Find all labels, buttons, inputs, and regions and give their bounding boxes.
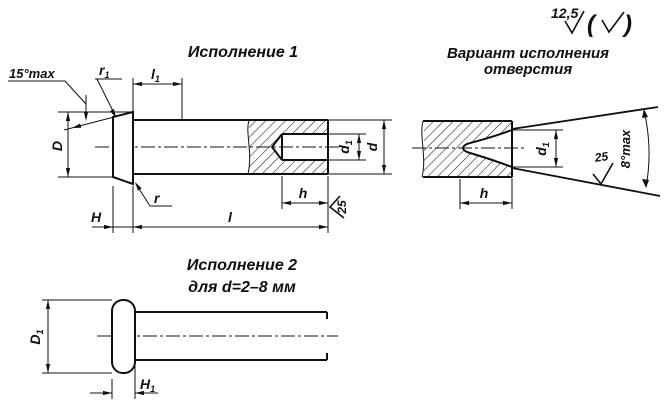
dim-D1-lines: [42, 299, 112, 374]
dim-label-l: l: [228, 209, 233, 225]
dim-label-r1: r1: [99, 62, 109, 80]
arrowhead: [319, 200, 328, 206]
arrowhead: [72, 123, 82, 128]
paren-close: ): [621, 11, 632, 38]
arrowhead: [553, 158, 559, 167]
arrowhead: [553, 130, 559, 139]
arrowhead: [110, 109, 116, 118]
view-ispolnenie-2: Исполнение 2 для d=2–8 мм D1 H1: [27, 257, 338, 399]
arrowhead: [135, 390, 144, 396]
break-line: [247, 119, 251, 175]
rivet-shank-outline: [135, 311, 328, 361]
dim-label-d: d: [364, 142, 380, 151]
view2-title-line2: отверстия: [484, 61, 573, 78]
arrowhead: [642, 109, 648, 118]
roughness-check-icon: [592, 162, 614, 186]
arrowhead: [104, 224, 113, 230]
dim-label-head-angle: 15°max: [9, 66, 55, 81]
arrowhead: [133, 224, 142, 230]
arrowhead: [282, 200, 291, 206]
view3-subtitle: для d=2–8 мм: [188, 279, 296, 296]
dim-d-d1-lines: [328, 119, 392, 175]
corner-roughness-note: 12,5 ( ): [551, 5, 632, 38]
arrowhead: [133, 81, 142, 87]
arrowhead: [83, 112, 89, 121]
rivet-head-outline: [112, 110, 134, 186]
roughness-check-icon: [601, 11, 625, 34]
dim-label-r: r: [154, 190, 161, 206]
view3-title: Исполнение 2: [187, 257, 297, 274]
arrowhead: [173, 81, 182, 87]
dim-D-lines: [58, 111, 133, 178]
break-line: [421, 120, 425, 178]
paren-open: (: [587, 11, 598, 38]
arrowhead: [356, 134, 362, 143]
dim-label-h: h: [480, 185, 489, 201]
dim-label-d1: d1: [533, 142, 551, 156]
dim-label-D1: D1: [27, 329, 45, 344]
tapered-hole-outline: [462, 129, 513, 168]
roughness-check-icon: [564, 10, 585, 35]
dim-label-taper-angle: 8°max: [618, 129, 633, 168]
dim-label-l1: l1: [151, 66, 160, 84]
view1-title: Исполнение 1: [188, 44, 298, 61]
arrowhead: [135, 182, 142, 191]
roughness-check-icon: [328, 195, 345, 219]
rivet-head-outline: [111, 299, 136, 374]
dim-label-h: h: [299, 185, 308, 201]
arrowhead: [103, 390, 112, 396]
arrowhead: [381, 120, 387, 129]
dim-H1-lines: [90, 366, 158, 399]
rivet-shank-outline: [133, 119, 329, 175]
arrowhead: [642, 179, 649, 188]
corner-roughness-value: 12,5: [551, 5, 578, 21]
dim-label-H: H: [91, 209, 102, 225]
view-hole-variant: Вариант исполнения отверстия 8°max 25 d1…: [412, 45, 661, 209]
roughness-value: 25: [593, 149, 609, 165]
r1-leader: [95, 78, 122, 116]
arrowhead: [381, 165, 387, 174]
arrowhead: [45, 300, 51, 309]
section-hatch: [424, 122, 511, 176]
dim-label-D: D: [49, 141, 65, 151]
arrowhead: [65, 168, 71, 177]
hole-outline: [270, 133, 328, 161]
dim-label-H1: H1: [140, 376, 155, 394]
arrowhead: [319, 224, 328, 230]
arrowhead: [503, 200, 512, 206]
view2-title-line1: Вариант исполнения: [447, 45, 609, 62]
roughness-value: 25: [335, 200, 349, 215]
arrowhead: [65, 112, 71, 121]
arrowhead: [460, 200, 469, 206]
arrowhead: [45, 364, 51, 373]
view-ispolnenie-1: Исполнение 1 D l1 15°max r1 r: [8, 44, 392, 233]
taper-cone-lines: [511, 106, 661, 197]
dim-label-d1: d1: [336, 140, 354, 154]
arrowhead: [356, 151, 362, 160]
